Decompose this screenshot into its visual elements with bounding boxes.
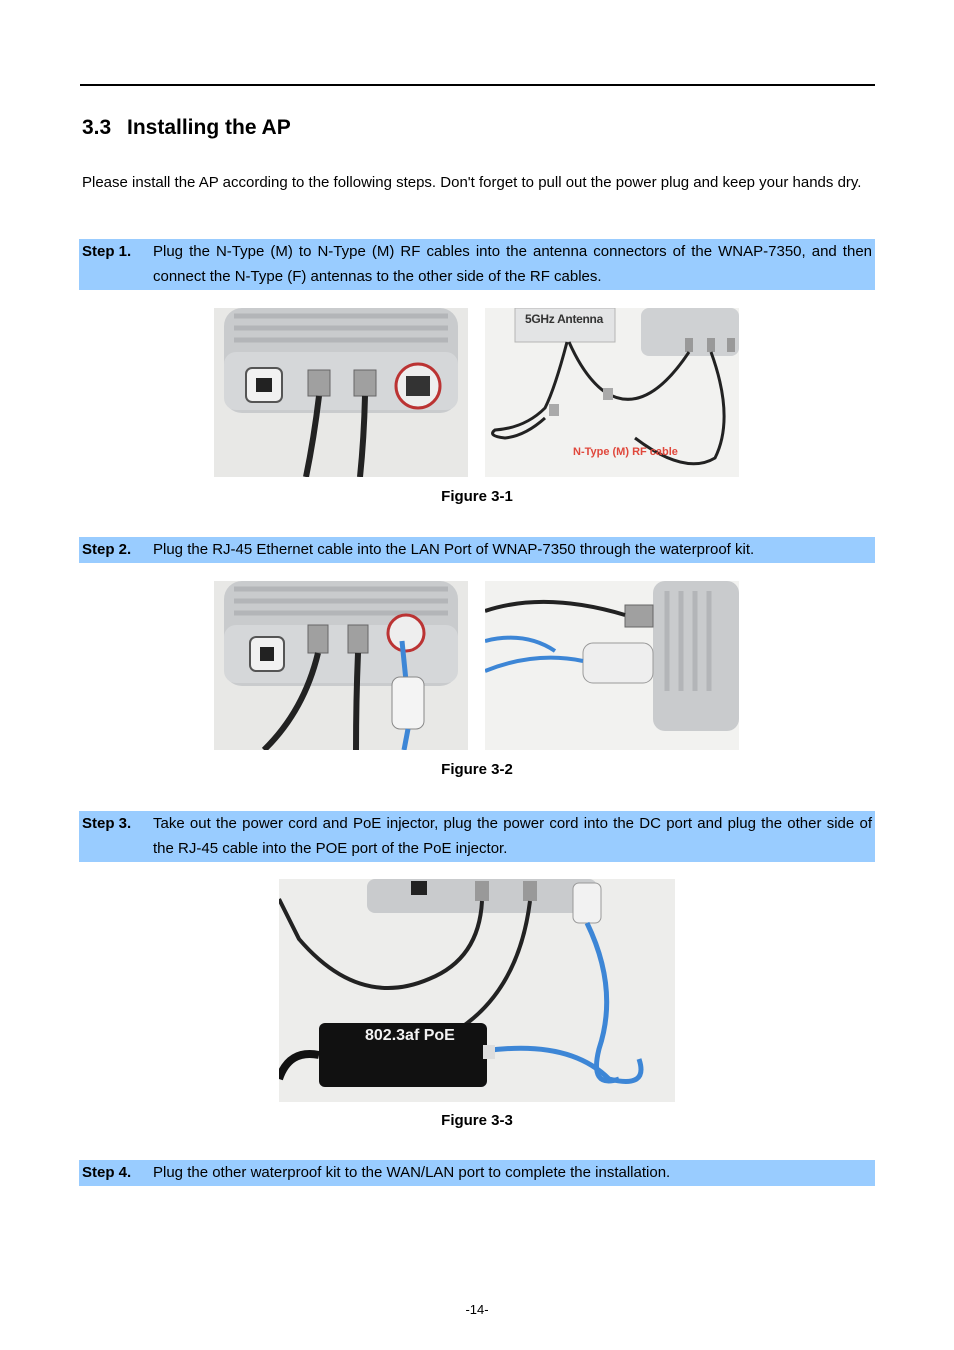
intro-paragraph: Please install the AP according to the f… bbox=[82, 174, 862, 191]
figure-3-1-caption: Figure 3-1 bbox=[441, 488, 513, 505]
section-heading: 3.3 Installing the AP bbox=[82, 116, 291, 140]
figure-3-3-poe-injector-photo: 802.3af PoE bbox=[279, 879, 675, 1102]
figure-3-1-ap-connectors-photo bbox=[214, 308, 468, 477]
page-number: -14- bbox=[465, 1302, 489, 1317]
step-4-label: Step 4. bbox=[82, 1164, 132, 1181]
figure-3-3-caption: Figure 3-3 bbox=[441, 1112, 513, 1129]
step-4-text: Plug the other waterproof kit to the WAN… bbox=[153, 1164, 671, 1181]
header-rule bbox=[80, 84, 875, 86]
section-number: 3.3 bbox=[82, 116, 112, 139]
step-2: Step 2. Plug the RJ-45 Ethernet cable in… bbox=[79, 537, 875, 563]
step-1-label: Step 1. bbox=[82, 243, 132, 260]
rf-cable-label: N-Type (M) RF cable bbox=[573, 446, 678, 458]
step-4: Step 4. Plug the other waterproof kit to… bbox=[79, 1160, 875, 1186]
step-2-label: Step 2. bbox=[82, 541, 132, 558]
step-1: Step 1. Plug the N-Type (M) to N-Type (M… bbox=[79, 239, 875, 290]
figure-3-2-waterproof-kit-photo bbox=[485, 581, 739, 750]
figure-3-1-antenna-photo: 5GHz Antenna N-Type (M) RF cable bbox=[485, 308, 739, 477]
poe-injector-label: 802.3af PoE bbox=[365, 1027, 455, 1044]
figure-3-2-caption: Figure 3-2 bbox=[441, 761, 513, 778]
step-2-text: Plug the RJ-45 Ethernet cable into the L… bbox=[153, 541, 755, 558]
antenna-label: 5GHz Antenna bbox=[525, 312, 603, 326]
step-3: Step 3. Take out the power cord and PoE … bbox=[79, 811, 875, 862]
section-title: Installing the AP bbox=[127, 116, 291, 139]
figure-3-2-lan-cable-photo bbox=[214, 581, 468, 750]
step-3-text: Take out the power cord and PoE injector… bbox=[153, 815, 872, 857]
step-3-label: Step 3. bbox=[82, 815, 132, 832]
step-1-text: Plug the N-Type (M) to N-Type (M) RF cab… bbox=[153, 243, 872, 285]
